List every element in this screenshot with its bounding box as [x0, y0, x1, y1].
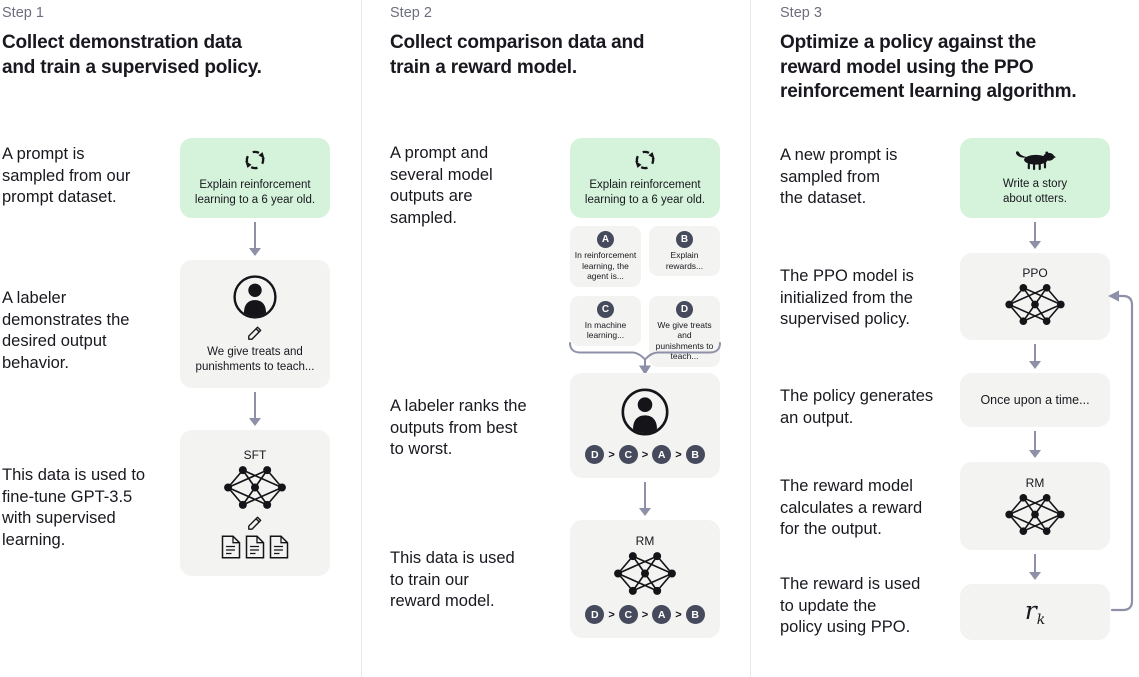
letter-badge: A [597, 231, 614, 248]
down-arrow [249, 392, 261, 426]
step2-rm-box: RM D > C > A > B [570, 520, 720, 638]
step1-prompt-text: Explain reinforcement learning to a 6 ye… [194, 179, 316, 206]
rank-separator: > [608, 448, 615, 461]
neural-network-icon [222, 464, 288, 511]
sft-label: SFT [243, 447, 267, 462]
step2-annotation-train: This data is used to train our reward mo… [390, 549, 515, 610]
rank-separator: > [675, 608, 682, 621]
step3-annotation-reward: The reward model calculates a reward for… [780, 477, 923, 538]
output-text: We give treats and punishments to teach.… [655, 319, 714, 362]
step3-heading: Optimize a policy against the reward mod… [780, 32, 1077, 102]
output-card-c: C In machine learning... [570, 295, 641, 346]
step3-rm-box: RM [960, 462, 1110, 550]
output-text: In reinforcement learning, the agent is.… [574, 250, 637, 281]
step3-annotation-new-prompt: A new prompt is sampled from the dataset… [780, 146, 898, 207]
pencil-icon [246, 513, 265, 532]
step2-prompt-box: Explain reinforcement learning to a 6 ye… [570, 138, 720, 218]
letter-badge: D [676, 300, 693, 318]
step1-prompt-box: Explain reinforcement learning to a 6 ye… [180, 138, 330, 218]
step2-annotation-sampled: A prompt and several model outputs are s… [390, 144, 493, 227]
brace-arrow [569, 342, 721, 375]
step3-prompt-text: Write a story about otters. [1002, 178, 1068, 205]
step3-annotation-generates: The policy generates an output. [780, 387, 934, 427]
step3-output-text: Once upon a time... [980, 393, 1090, 407]
step1-heading: Collect demonstration data and train a s… [2, 32, 262, 78]
down-arrow [1029, 554, 1041, 580]
step3-ppo-box: PPO [960, 253, 1110, 340]
column-divider-1 [361, 0, 362, 677]
step2-annotation-ranks: A labeler ranks the outputs from best to… [390, 397, 527, 458]
rank-separator: > [641, 608, 649, 621]
output-text: Explain rewards... [665, 250, 704, 271]
step3-output-box: Once upon a time... [960, 373, 1110, 427]
step3-reward-box: rk [960, 584, 1110, 640]
ranking-row: D > C > A > B [585, 445, 705, 464]
person-icon [232, 274, 278, 320]
neural-network-icon [612, 550, 678, 597]
step1-labeler-text: We give treats and punishments to teach.… [195, 345, 315, 373]
rank-separator: > [608, 608, 615, 621]
down-arrow [1029, 344, 1041, 369]
otter-icon [1014, 149, 1056, 171]
letter-badge: C [597, 300, 614, 318]
rank-badge: D [585, 445, 605, 464]
step3-label: Step 3 [780, 5, 822, 21]
neural-network-icon [1003, 492, 1067, 537]
down-arrow [249, 222, 261, 256]
down-arrow [1029, 222, 1041, 249]
rank-badge: B [685, 605, 705, 624]
letter-badge: B [676, 231, 693, 248]
step1-label: Step 1 [2, 5, 44, 21]
rank-badge: C [618, 605, 638, 624]
ranking-row: D > C > A > B [585, 605, 705, 624]
step1-annotation-labeler: A labeler demonstrates the desired outpu… [2, 289, 130, 372]
step2-prompt-text: Explain reinforcement learning to a 6 ye… [584, 179, 706, 206]
down-arrow [639, 482, 651, 516]
step3-annotation-init: The PPO model is initialized from the su… [780, 267, 914, 328]
rank-badge: B [685, 445, 705, 464]
cycle-icon [243, 148, 267, 172]
ppo-label: PPO [1022, 266, 1048, 280]
document-icon [269, 535, 289, 559]
step3-prompt-box: Write a story about otters. [960, 138, 1110, 218]
person-icon [620, 387, 670, 437]
output-text: In machine learning... [584, 319, 627, 341]
step1-annotation-prompt: A prompt is sampled from our prompt data… [2, 145, 131, 206]
output-card-b: B Explain rewards... [649, 226, 720, 276]
step2-labeler-box: D > C > A > B [570, 373, 720, 478]
reward-value: rk [1024, 596, 1046, 628]
step2-label: Step 2 [390, 5, 432, 21]
column-divider-2 [750, 0, 751, 677]
output-card-a: A In reinforcement learning, the agent i… [570, 226, 641, 287]
rm-label: RM [635, 534, 655, 548]
feedback-arrow [1108, 290, 1134, 612]
cycle-icon [633, 148, 657, 172]
step1-labeler-box: We give treats and punishments to teach.… [180, 260, 330, 388]
neural-network-icon [1003, 282, 1067, 327]
rank-badge: C [618, 445, 638, 464]
document-icon [245, 535, 265, 559]
document-icon [221, 535, 241, 559]
step2-heading: Collect comparison data and train a rewa… [390, 32, 645, 78]
step1-sft-box: SFT [180, 430, 330, 576]
documents-row [221, 535, 289, 559]
pencil-icon [246, 323, 265, 342]
rank-badge: A [652, 605, 672, 624]
step1-annotation-finetune: This data is used to fine-tune GPT-3.5 w… [2, 466, 146, 549]
down-arrow [1029, 431, 1041, 458]
rank-separator: > [675, 448, 682, 461]
rank-badge: D [585, 605, 605, 624]
rm-label: RM [1025, 475, 1045, 490]
rank-separator: > [641, 448, 649, 461]
output-card-d: D We give treats and punishments to teac… [649, 295, 720, 367]
rank-badge: A [652, 445, 672, 464]
step3-annotation-update: The reward is used to update the policy … [780, 575, 921, 636]
model-outputs-grid: A In reinforcement learning, the agent i… [570, 226, 720, 367]
